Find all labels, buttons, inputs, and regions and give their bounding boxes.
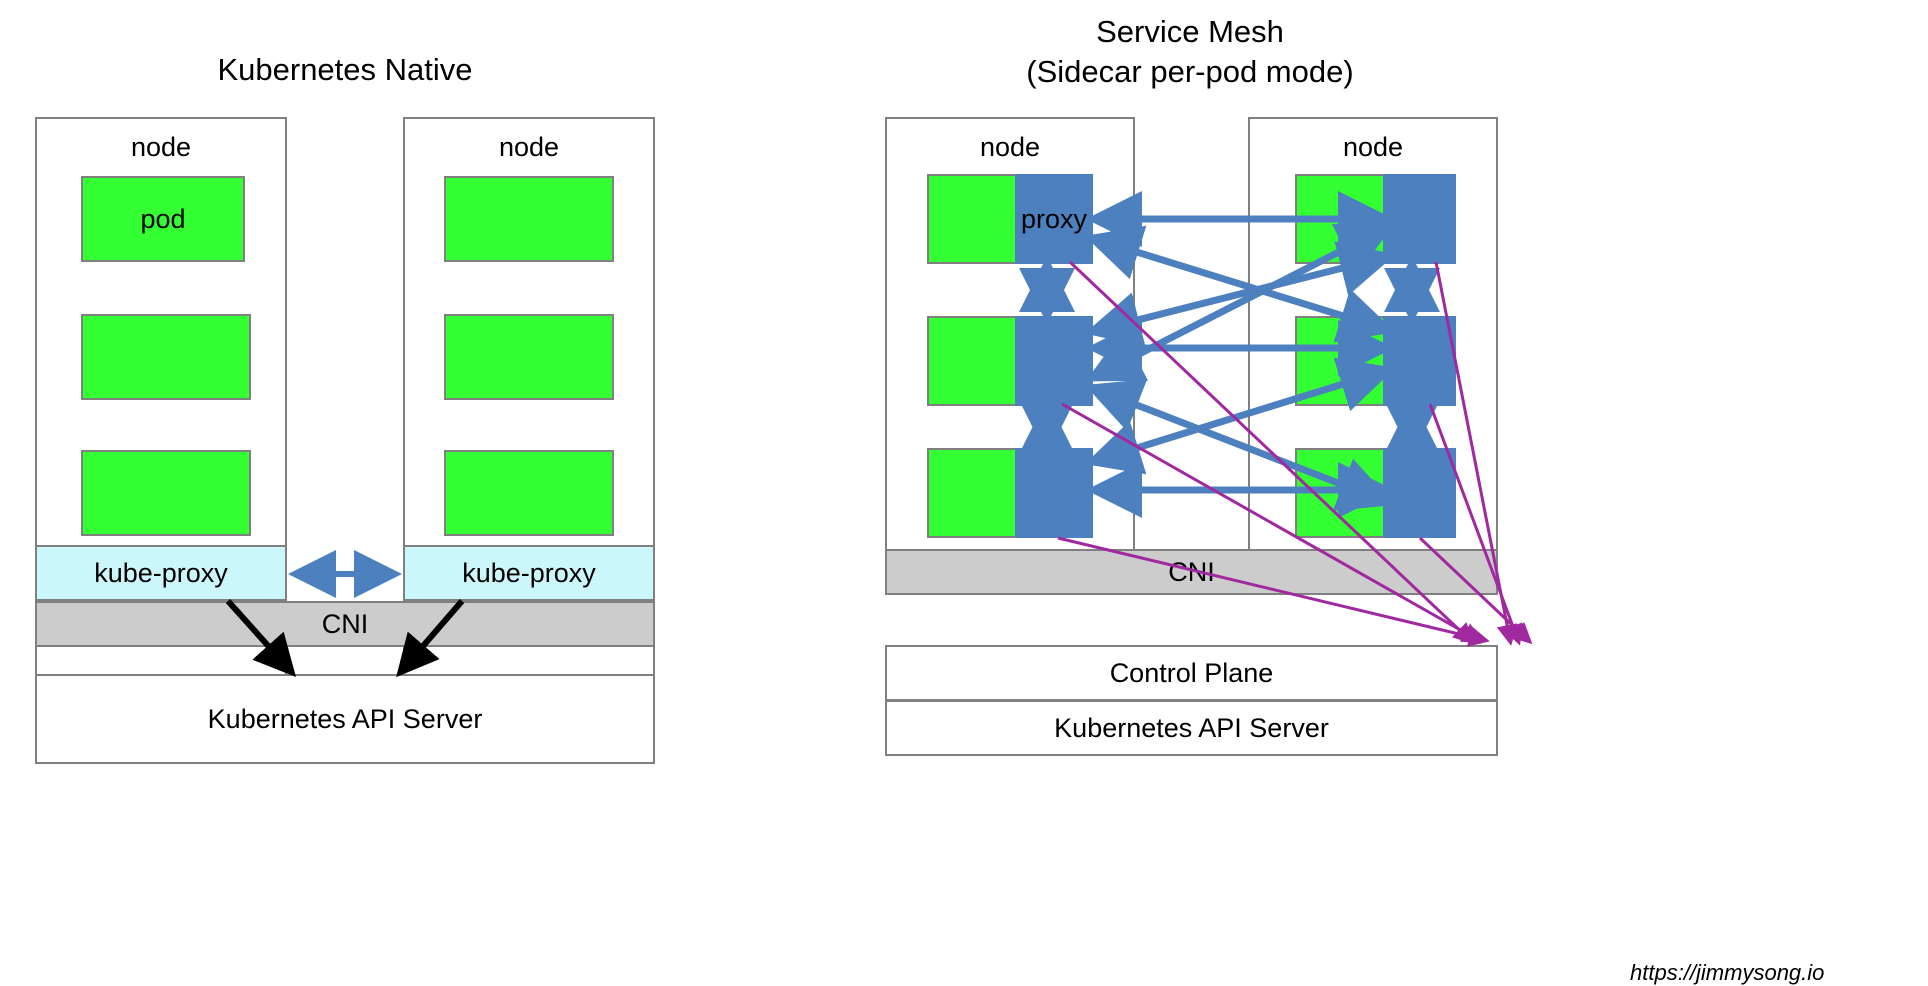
left-node-2-pod-1 [444,176,614,262]
right-node-2-pod-1-app [1295,174,1385,264]
right-node-2-label: node [1342,132,1404,162]
right-node-2-pod-1-proxy [1383,174,1456,264]
left-panel-title: Kubernetes Native [217,52,473,87]
api-server-label: Kubernetes API Server [1054,712,1329,743]
cni-label: CNI [1168,556,1215,587]
left-node-2-label: node [498,132,560,162]
left-api-server-box: Kubernetes API Server [35,674,655,764]
right-node-2-pod-2-proxy [1383,316,1456,406]
left-node-2-pod-3 [444,450,614,536]
cni-label: CNI [321,608,369,639]
kube-proxy-label: kube-proxy [94,557,228,588]
api-server-label: Kubernetes API Server [207,703,483,734]
right-node-1-pod-3-app [927,448,1017,538]
right-panel-title-line1: Service Mesh [1096,14,1284,49]
right-node-2-pod-3-app [1295,448,1385,538]
left-node-1-pod-1: pod [81,176,245,262]
left-node-1-label: node [130,132,192,162]
right-node-1-pod-2-app [927,316,1017,406]
right-node-2-pod-2-app [1295,316,1385,406]
left-node-2-kube-proxy: kube-proxy [403,545,655,601]
control-plane-label: Control Plane [1109,657,1274,688]
right-node-2-pod-3-proxy [1383,448,1456,538]
kube-proxy-label: kube-proxy [462,557,596,588]
right-node-1-pod-3-proxy [1015,448,1093,538]
right-api-server-box: Kubernetes API Server [885,700,1498,756]
left-node-2-pod-2 [444,314,614,400]
right-node-1-pod-1-app [927,174,1017,264]
right-panel-title-line2: (Sidecar per-pod mode) [1026,54,1354,89]
right-node-1-label: node [979,132,1041,162]
proxy-label: proxy [1020,203,1088,234]
watermark: https://jimmysong.io [1630,960,1825,985]
right-node-1-pod-2-proxy [1015,316,1093,406]
pod-label: pod [140,203,186,234]
left-node-1-kube-proxy: kube-proxy [35,545,287,601]
left-node-1-pod-3 [81,450,251,536]
right-node-1-pod-1-proxy: proxy [1015,174,1093,264]
left-node-1-pod-2 [81,314,251,400]
right-cni-band: CNI [885,549,1498,595]
left-cni-band: CNI [35,601,655,647]
control-plane-box: Control Plane [885,645,1498,701]
